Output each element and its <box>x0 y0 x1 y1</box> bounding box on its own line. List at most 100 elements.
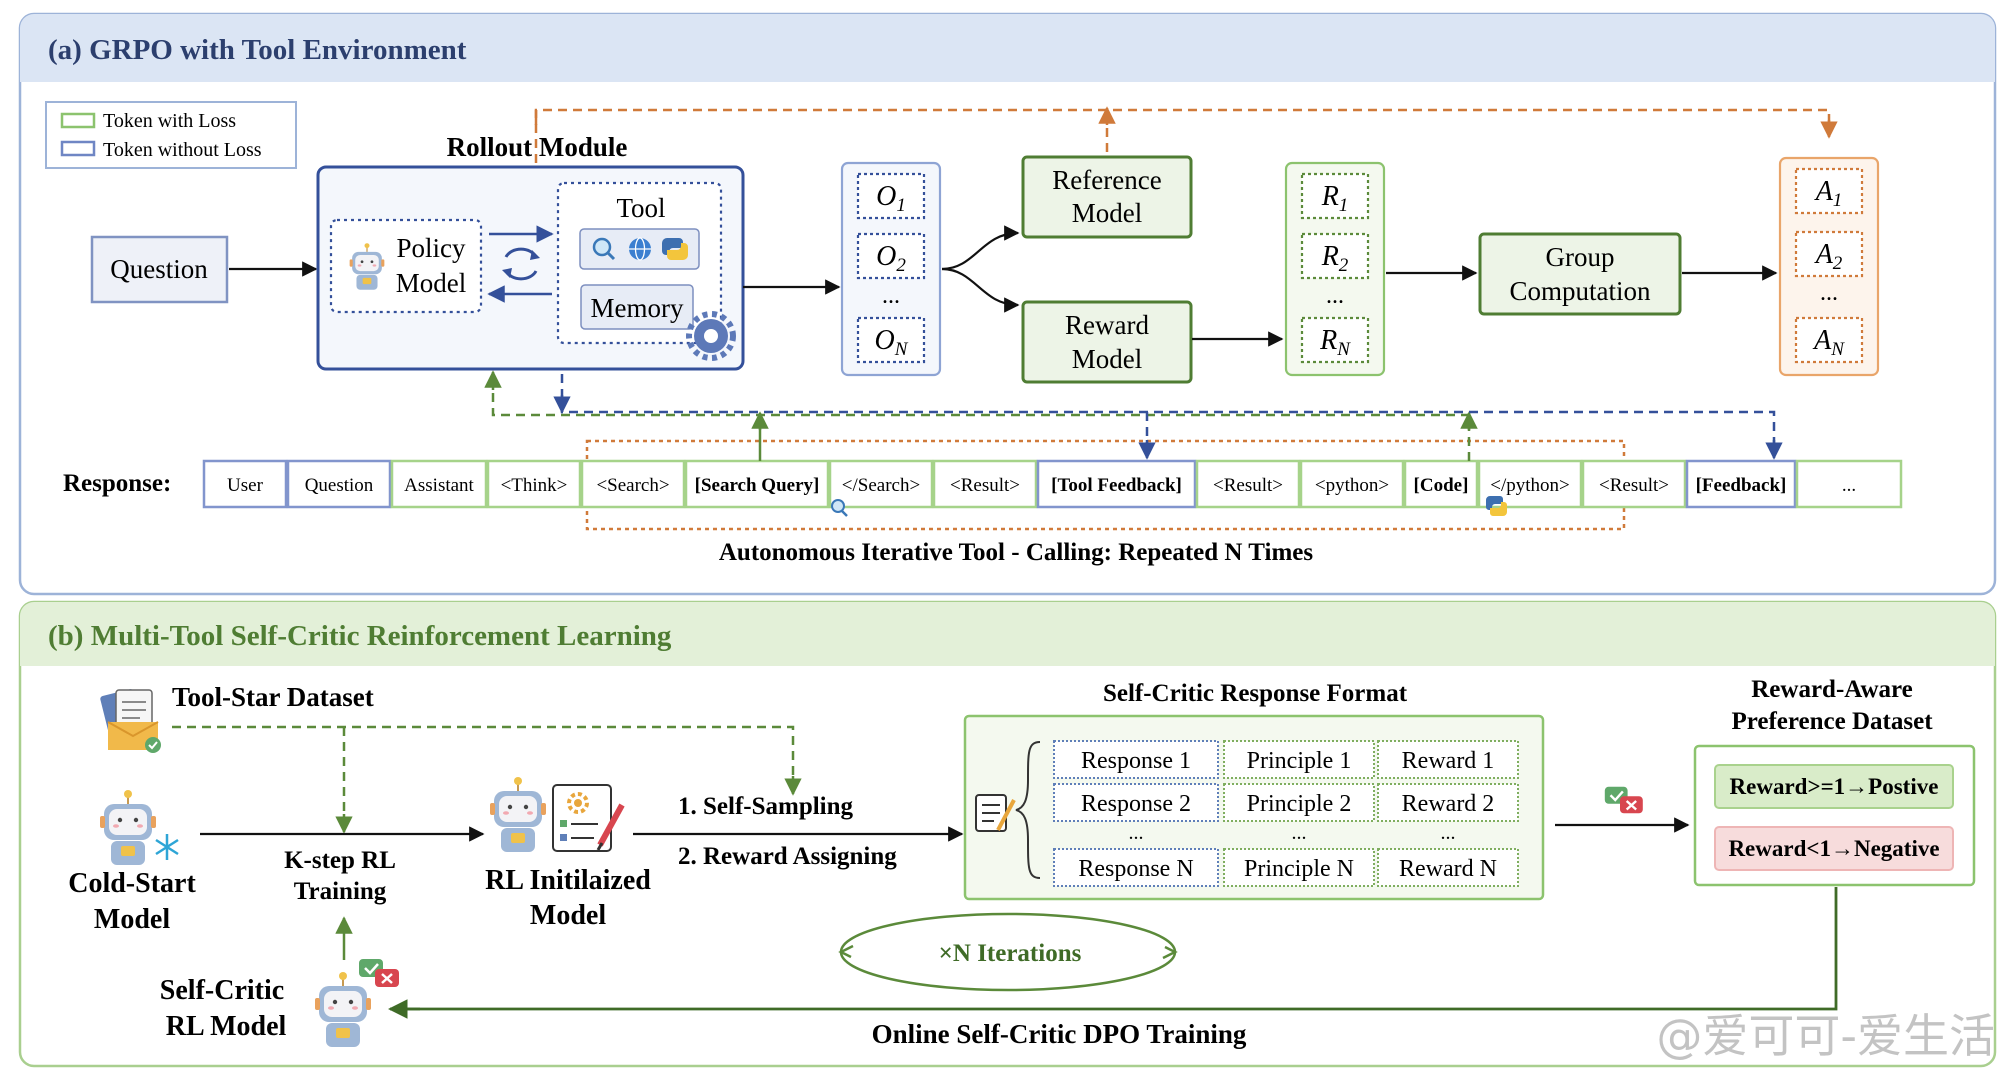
document-gear-icon <box>552 784 625 852</box>
format-cell-label: Principle 1 <box>1247 748 1352 774</box>
rl-init-line1: RL Initilaized <box>485 865 651 896</box>
iterative-caption: Autonomous Iterative Tool - Calling: Rep… <box>719 539 1313 566</box>
pref-title-line2: Preference Dataset <box>1731 708 1933 735</box>
token-label: [Tool Feedback] <box>1051 475 1182 496</box>
python-icon <box>662 238 688 260</box>
reference-line1: Reference <box>1052 165 1161 195</box>
token-cell <box>202 459 288 509</box>
positive-box <box>1714 764 1954 809</box>
advantages-cell <box>1794 167 1864 215</box>
token-label: [Search Query] <box>695 475 820 496</box>
token-cell <box>486 459 582 509</box>
token-cell <box>1685 459 1797 509</box>
group-computation-box <box>1478 232 1682 316</box>
snowflake-icon <box>155 834 179 860</box>
token-label: <Result> <box>1213 475 1283 496</box>
globe-icon <box>629 237 651 261</box>
token-label: <Result> <box>1599 475 1669 496</box>
token-label: [Feedback] <box>1696 475 1787 496</box>
token-cell <box>932 459 1038 509</box>
outputs-cell <box>856 172 926 220</box>
reward-model-box <box>1021 300 1193 384</box>
format-cell <box>1223 783 1375 822</box>
green-token-loop <box>491 374 1471 461</box>
token-label: Assistant <box>404 475 474 496</box>
outputs-cell <box>856 316 926 364</box>
cold-start-line2: Model <box>94 904 170 935</box>
positive-label: Reward>=1→Postive <box>1730 774 1939 799</box>
token-label: [Code] <box>1414 475 1469 496</box>
policy-line1: Policy <box>396 233 466 263</box>
panel-a-title: (a) GRPO with Tool Environment <box>48 34 467 66</box>
format-cell <box>1053 783 1219 822</box>
format-title: Self-Critic Response Format <box>1103 680 1408 707</box>
kstep-line2: Training <box>294 878 387 905</box>
rl-init-line2: Model <box>530 900 606 931</box>
rewards-symbol: R1 <box>1321 181 1349 216</box>
rewards-symbol: R2 <box>1321 241 1349 276</box>
question-box <box>90 235 229 304</box>
legend-with-loss: Token with Loss <box>103 110 236 132</box>
legend-swatch-noloss <box>60 140 96 157</box>
reward-line2: Model <box>1072 344 1143 374</box>
token-label: <python> <box>1315 475 1389 496</box>
step-self-sampling: 1. Self-Sampling <box>678 793 854 820</box>
legend-without-loss: Token without Loss <box>103 139 262 161</box>
rewards-cell <box>1300 316 1370 364</box>
format-cell <box>1377 783 1519 822</box>
reference-model-box <box>1021 155 1193 239</box>
format-cell <box>1223 740 1375 779</box>
token-label: <Search> <box>596 475 669 496</box>
panel-a: (a) GRPO with Tool Environment Token wit… <box>18 12 1997 596</box>
format-cell <box>1053 740 1219 779</box>
advantages-symbol: A2 <box>1814 239 1843 274</box>
token-label: </Search> <box>842 475 920 496</box>
format-ellipsis: ... <box>1129 822 1144 844</box>
watermark: @爱可可-爱生活 <box>1656 1009 1995 1063</box>
token-cell <box>684 459 830 509</box>
legend: Token with Loss Token without Loss <box>45 101 297 169</box>
negative-box <box>1714 826 1954 871</box>
token-label: Question <box>305 475 374 496</box>
format-cell <box>1377 848 1519 887</box>
format-cell <box>1223 848 1375 887</box>
memory-box <box>580 284 694 330</box>
outputs-symbol: ON <box>875 325 909 360</box>
tool-label: Tool <box>616 193 665 223</box>
legend-swatch-loss <box>60 112 96 129</box>
dataset-dashed-line <box>172 725 795 790</box>
token-cell <box>1036 459 1197 509</box>
cycle-icon <box>502 247 540 281</box>
token-cell <box>1403 459 1479 509</box>
question-label: Question <box>110 254 208 284</box>
format-cell <box>1053 848 1219 887</box>
advantages-cell <box>1794 230 1864 278</box>
format-ellipsis: ... <box>1441 822 1456 844</box>
outputs-symbol: O1 <box>876 181 906 216</box>
format-cell-label: Principle 2 <box>1247 791 1352 817</box>
token-cell <box>1581 459 1687 509</box>
advantages-symbol: A1 <box>1814 176 1843 211</box>
token-cell <box>1795 459 1903 509</box>
rewards-ellipsis: ... <box>1326 283 1344 309</box>
dpo-caption: Online Self-Critic DPO Training <box>872 1019 1247 1049</box>
token-cell <box>1195 459 1301 509</box>
reward-line1: Reward <box>1065 310 1149 340</box>
dpo-feedback-line <box>392 887 1838 1011</box>
rewards-group: R1R2RN... <box>1300 172 1370 364</box>
outputs-cell <box>856 232 926 280</box>
token-cell <box>390 459 488 509</box>
token-cell <box>828 459 934 509</box>
group-line1: Group <box>1546 242 1615 272</box>
iterations-label: ×N Iterations <box>939 940 1082 967</box>
format-cell-label: Reward N <box>1399 856 1497 882</box>
outputs-group: O1O2ON... <box>856 172 926 364</box>
rewards-cell <box>1300 232 1370 280</box>
advantages-cell <box>1794 316 1864 364</box>
self-critic-line1: Self-Critic <box>160 975 284 1006</box>
token-label: </python> <box>1490 475 1570 496</box>
advantages-symbol: AN <box>1812 325 1845 360</box>
policy-line2: Model <box>396 268 467 298</box>
